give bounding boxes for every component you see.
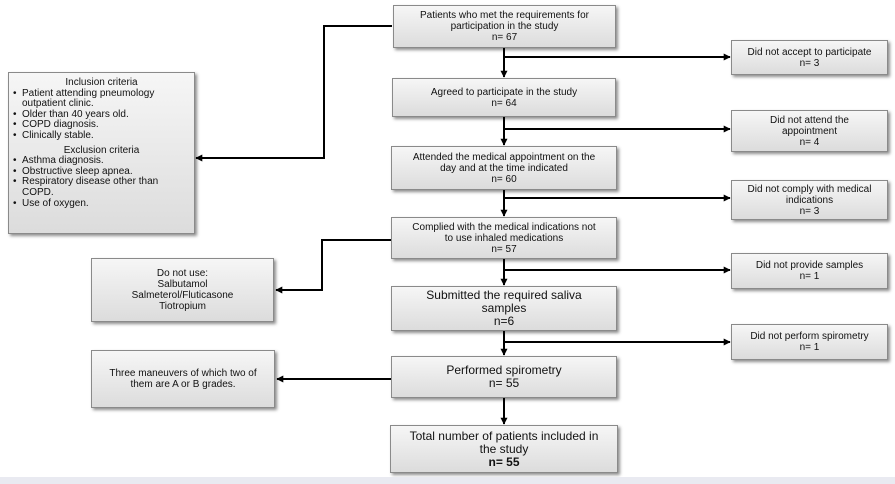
- box-line: Attended the medical appointment on the: [412, 151, 596, 163]
- box-line: n= 1: [799, 342, 820, 353]
- box-line: them are A or B grades.: [130, 379, 236, 390]
- arrow-to-criteria: [195, 25, 392, 162]
- box-line: Salbutamol: [157, 279, 208, 290]
- box-line: Complied with the medical indications no…: [412, 221, 596, 233]
- box-line: Tiotropium: [159, 301, 206, 312]
- box-line: participation in the study: [450, 21, 559, 32]
- box-line: n=6: [493, 314, 515, 328]
- box-line: n= 1: [799, 271, 820, 282]
- box-line: Did not attend the: [770, 114, 849, 126]
- box-line: n= 57: [491, 243, 517, 255]
- box-line: n= 67: [491, 32, 518, 43]
- box-line: n= 55: [488, 376, 520, 390]
- list-item: COPD diagnosis.: [13, 120, 190, 131]
- box-line: Did not provide samples: [755, 260, 864, 271]
- list-item: Older than 40 years old.: [13, 109, 190, 121]
- list-item: Clinically stable.: [13, 130, 190, 142]
- box-line: n= 3: [799, 205, 820, 217]
- box-line: the study: [479, 441, 529, 456]
- box-line: Did not comply with medical: [747, 183, 872, 195]
- box-line: Submitted the required saliva: [426, 288, 582, 302]
- arrow-to-medications: [275, 239, 392, 294]
- inclusion-criteria-list: Patient attending pneumology outpatient …: [13, 88, 190, 142]
- box-line: Performed spirometry: [446, 363, 562, 377]
- box-not-complied: Did not comply with medical indications …: [731, 180, 888, 220]
- box-line: Did not accept to participate: [747, 46, 872, 58]
- box-agreed: Agreed to participate in the study n= 64: [392, 78, 616, 117]
- box-line: n= 55: [488, 454, 520, 469]
- box-line: n= 4: [799, 136, 820, 148]
- box-not-attended: Did not attend the appointment n= 4: [731, 110, 888, 152]
- box-line: Do not use:: [156, 268, 209, 279]
- criteria-box: Inclusion criteria Patient attending pne…: [8, 72, 195, 234]
- box-line: Salmeterol/Fluticasone: [131, 290, 234, 301]
- bottom-band: [0, 477, 895, 484]
- box-medications-note: Do not use: Salbutamol Salmeterol/Flutic…: [91, 258, 274, 322]
- list-item: Patient attending pneumology outpatient …: [13, 88, 190, 110]
- box-spirometry: Performed spirometry n= 55: [391, 356, 617, 398]
- list-item: Respiratory disease other than COPD.: [13, 176, 190, 198]
- box-samples: Submitted the required saliva samples n=…: [391, 286, 617, 331]
- box-no-spirometry: Did not perform spirometry n= 1: [731, 324, 888, 360]
- box-eligible-patients: Patients who met the requirements for pa…: [393, 5, 616, 48]
- exclusion-criteria-title: Exclusion criteria: [63, 144, 140, 156]
- list-item: Use of oxygen.: [13, 198, 190, 210]
- box-line: n= 60: [491, 173, 517, 185]
- list-item: Asthma diagnosis.: [13, 156, 190, 167]
- box-no-samples: Did not provide samples n= 1: [731, 253, 888, 289]
- box-line: indications: [785, 194, 834, 206]
- box-line: Total number of patients included in: [409, 428, 599, 443]
- box-line: n= 64: [491, 97, 517, 109]
- box-line: appointment: [781, 125, 838, 137]
- box-not-accepted: Did not accept to participate n= 3: [731, 40, 888, 75]
- list-item: Obstructive sleep apnea.: [13, 166, 190, 178]
- exclusion-criteria-list: Asthma diagnosis. Obstructive sleep apne…: [13, 156, 190, 209]
- box-complied: Complied with the medical indications no…: [391, 217, 617, 259]
- box-attended: Attended the medical appointment on the …: [391, 146, 617, 190]
- box-total-included: Total number of patients included in the…: [390, 425, 618, 473]
- box-line: samples: [481, 301, 527, 315]
- box-line: to use inhaled medications: [444, 232, 564, 244]
- box-line: n= 3: [799, 57, 820, 69]
- box-line: Three maneuvers of which two of: [109, 368, 257, 379]
- box-line: Agreed to participate in the study: [430, 86, 578, 98]
- inclusion-criteria-title: Inclusion criteria: [65, 77, 138, 88]
- box-spirometry-note: Three maneuvers of which two of them are…: [91, 350, 275, 408]
- box-line: Did not perform spirometry: [750, 331, 869, 342]
- box-line: day and at the time indicated: [440, 162, 568, 174]
- box-line: Patients who met the requirements for: [420, 10, 589, 21]
